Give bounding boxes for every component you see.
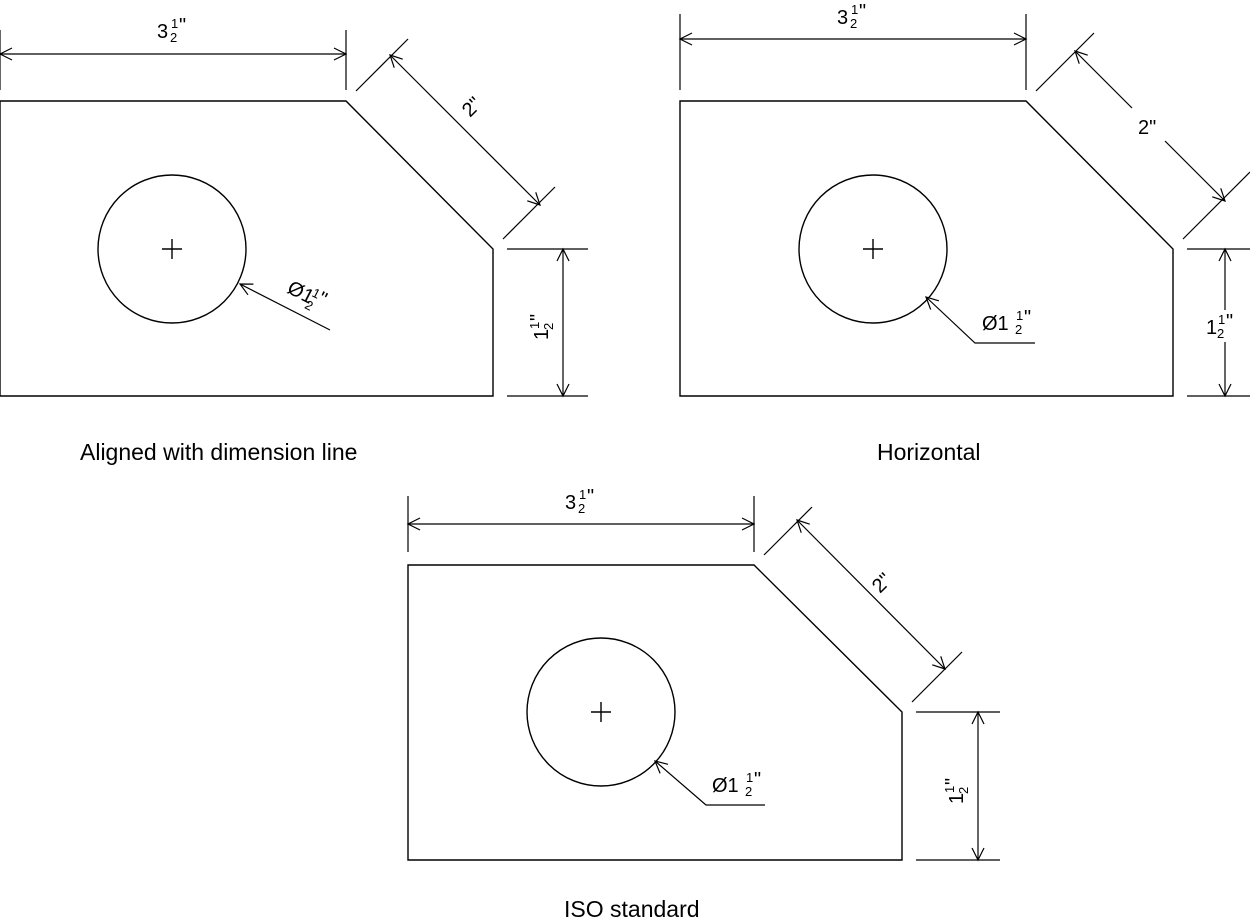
dimension-diameter: Ø1 1 2 " bbox=[921, 292, 1035, 344]
hole-circle bbox=[798, 174, 948, 324]
caption-aligned: Aligned with dimension line bbox=[80, 439, 357, 465]
dim-width-whole: 3 bbox=[565, 492, 576, 514]
dim-width-num: 1 bbox=[579, 487, 586, 502]
part-outline bbox=[407, 564, 903, 861]
dim-height-den: 2 bbox=[1217, 326, 1224, 341]
caption-iso: ISO standard bbox=[564, 896, 700, 921]
dim-height-inch: " bbox=[1226, 311, 1233, 333]
view-iso: 3 1 2 " 2" Ø1 1 2 " bbox=[407, 486, 1000, 921]
dim-diameter-den: 2 bbox=[745, 784, 752, 799]
dim-chamfer-text: 2" bbox=[1138, 117, 1156, 139]
dim-height-den: 2 bbox=[541, 323, 556, 330]
dim-height-num: 1 bbox=[1218, 312, 1225, 327]
dim-width-inch: " bbox=[587, 486, 594, 508]
dim-height-whole: 1 bbox=[1206, 317, 1217, 339]
dim-height-whole: 1 bbox=[946, 793, 968, 804]
hole-circle bbox=[97, 174, 247, 324]
dim-diameter-den: 2 bbox=[1015, 322, 1022, 337]
hole-circle bbox=[526, 637, 676, 787]
dim-height-num: 1 bbox=[942, 786, 957, 793]
dim-width-whole: 3 bbox=[837, 7, 848, 29]
dim-height-den: 2 bbox=[956, 787, 971, 794]
dim-width-num: 1 bbox=[851, 2, 858, 17]
dim-chamfer-text: 2" bbox=[458, 93, 486, 121]
dim-height-inch: " bbox=[527, 314, 549, 321]
dim-height-whole: 1 bbox=[531, 329, 553, 340]
dim-width-den: 2 bbox=[578, 501, 585, 516]
caption-horizontal: Horizontal bbox=[877, 439, 981, 465]
dimension-chamfer: 2" bbox=[355, 38, 556, 240]
dim-width-den: 2 bbox=[850, 16, 857, 31]
dim-width-inch: " bbox=[859, 1, 866, 23]
part-outline bbox=[0, 100, 494, 397]
dimension-chamfer: 2" bbox=[1035, 32, 1250, 240]
dimension-diameter: Ø1 1 2 " bbox=[236, 277, 330, 331]
dim-height-num: 1 bbox=[527, 322, 542, 329]
dim-diameter-num: 1 bbox=[1016, 308, 1023, 323]
dim-chamfer-text: 2" bbox=[868, 569, 896, 597]
dim-height-inch: " bbox=[942, 778, 964, 785]
dim-diameter-num: 1 bbox=[746, 770, 753, 785]
dimension-height: 1 1 2 " bbox=[1187, 248, 1250, 397]
part-outline bbox=[679, 100, 1174, 397]
dimension-height: 1 1 2 " bbox=[507, 248, 588, 397]
dim-diameter-inch: " bbox=[754, 769, 761, 791]
dim-width-den: 2 bbox=[170, 30, 177, 45]
dimension-height: 1 1 2 " bbox=[916, 711, 1000, 861]
dimension-diameter: Ø1 1 2 " bbox=[650, 755, 765, 806]
dim-diameter-prefix: Ø1 bbox=[982, 313, 1009, 335]
dim-diameter-prefix: Ø1 bbox=[712, 775, 739, 797]
dimension-width: 3 1 2 " bbox=[407, 486, 755, 552]
center-mark bbox=[162, 239, 182, 259]
view-aligned: 3 1 2 " 2" Ø1 1 2 " bbox=[0, 15, 588, 465]
dimension-width: 3 1 2 " bbox=[0, 15, 347, 90]
dim-width-inch: " bbox=[179, 15, 186, 37]
dim-width-num: 1 bbox=[171, 16, 178, 31]
dim-width-whole: 3 bbox=[157, 21, 168, 43]
dimension-width: 3 1 2 " bbox=[679, 1, 1027, 90]
center-mark bbox=[591, 702, 611, 722]
dim-diameter-inch: " bbox=[1024, 307, 1031, 329]
view-horizontal: 3 1 2 " 2" Ø1 1 2 " bbox=[679, 1, 1250, 465]
center-mark bbox=[863, 239, 883, 259]
